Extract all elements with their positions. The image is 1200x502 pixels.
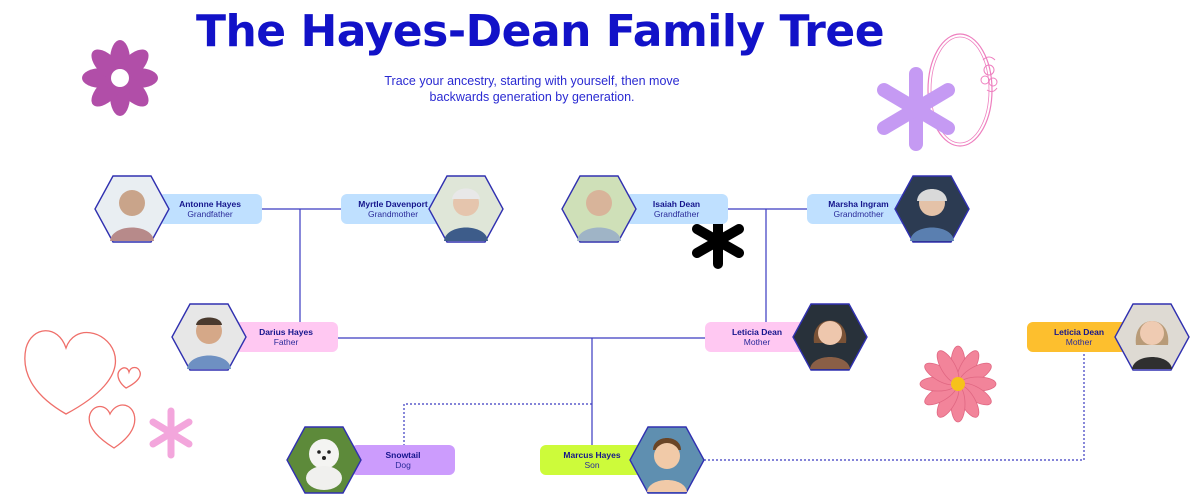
portrait-photo-leticia-right[interactable] bbox=[1114, 303, 1190, 371]
portrait-photo-snowtail[interactable] bbox=[286, 426, 362, 494]
member-role: Son bbox=[584, 460, 600, 470]
portrait-photo-darius[interactable] bbox=[171, 303, 247, 371]
member-name: Antonne Hayes bbox=[179, 199, 241, 209]
member-role: Dog bbox=[395, 460, 411, 470]
portrait-photo-isaiah[interactable] bbox=[561, 175, 637, 243]
member-name: Leticia Dean bbox=[1053, 327, 1105, 337]
dean-grandparents-connector bbox=[728, 208, 807, 323]
member-card-marcus[interactable]: Marcus Hayes Son bbox=[540, 445, 644, 475]
member-card-myrtle[interactable]: Myrtle Davenport Grandmother bbox=[341, 194, 445, 224]
member-card-leticia-right[interactable]: Leticia Dean Mother bbox=[1027, 322, 1131, 352]
member-name: Myrtle Davenport bbox=[358, 199, 428, 209]
pink-asterisk-icon bbox=[149, 407, 193, 459]
page-title: The Hayes-Dean Family Tree bbox=[195, 6, 885, 57]
portrait-photo-marcus[interactable] bbox=[629, 426, 705, 494]
subtitle-line-2: backwards generation by generation. bbox=[429, 90, 635, 104]
lilac-asterisk-icon bbox=[877, 67, 955, 151]
portrait-photo-leticia[interactable] bbox=[792, 303, 868, 371]
member-role: Grandmother bbox=[367, 209, 419, 219]
portrait-photo-antonne[interactable] bbox=[94, 175, 170, 243]
member-role: Father bbox=[273, 337, 299, 347]
member-name: Leticia Dean bbox=[731, 327, 783, 337]
portrait-photo-myrtle[interactable] bbox=[428, 175, 504, 243]
page-subtitle: Trace your ancestry, starting with yours… bbox=[357, 73, 707, 105]
floral-oval-frame-icon bbox=[927, 33, 998, 147]
member-name: Marcus Hayes bbox=[563, 450, 621, 460]
subtitle-line-1: Trace your ancestry, starting with yours… bbox=[384, 74, 680, 88]
pet-connector bbox=[403, 403, 592, 446]
member-role: Mother bbox=[1065, 337, 1093, 347]
portrait-photo-marsha[interactable] bbox=[894, 175, 970, 243]
member-card-snowtail[interactable]: Snowtail Dog bbox=[351, 445, 455, 475]
outline-hearts-icon bbox=[24, 330, 141, 449]
member-card-isaiah[interactable]: Isaiah Dean Grandfather bbox=[625, 194, 728, 224]
hayes-grandparents-connector bbox=[262, 208, 341, 323]
black-asterisk-icon bbox=[692, 213, 744, 269]
member-role: Grandfather bbox=[187, 209, 233, 219]
parents-connector bbox=[338, 337, 705, 445]
member-role: Grandfather bbox=[653, 209, 700, 219]
member-card-marsha[interactable]: Marsha Ingram Grandmother bbox=[807, 194, 910, 224]
pink-daisy-icon bbox=[919, 345, 997, 423]
member-role: Mother bbox=[743, 337, 771, 347]
member-name: Isaiah Dean bbox=[652, 199, 701, 209]
member-name: Snowtail bbox=[385, 450, 421, 460]
member-role: Grandmother bbox=[833, 209, 884, 219]
purple-flower-icon bbox=[82, 40, 158, 116]
member-card-antonne[interactable]: Antonne Hayes Grandfather bbox=[158, 194, 262, 224]
stepmother-connector bbox=[700, 350, 1085, 461]
member-name: Darius Hayes bbox=[259, 327, 313, 337]
member-card-darius[interactable]: Darius Hayes Father bbox=[234, 322, 338, 352]
member-card-leticia[interactable]: Leticia Dean Mother bbox=[705, 322, 809, 352]
member-name: Marsha Ingram bbox=[828, 199, 889, 209]
